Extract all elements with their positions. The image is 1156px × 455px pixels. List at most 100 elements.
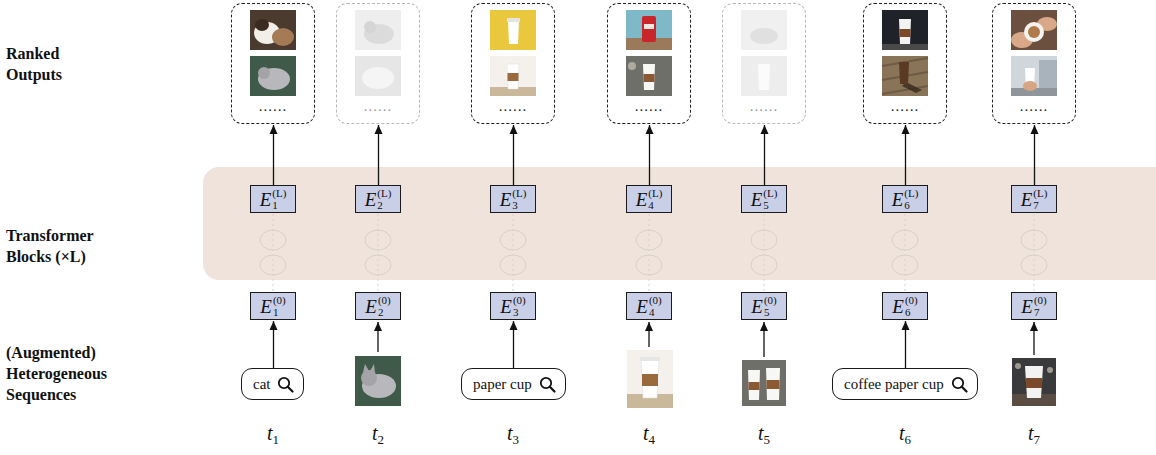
embedding-box: E(L)1 — [250, 185, 296, 213]
layer-superscript: (L) — [763, 188, 777, 199]
layer-superscript: (L) — [1033, 188, 1047, 199]
layer-superscript: (L) — [377, 188, 391, 199]
index-stack: (0)6 — [905, 295, 918, 318]
time-symbol: t — [267, 422, 273, 444]
embedding-box: E(L)4 — [626, 185, 672, 213]
embedding-symbol: E — [636, 297, 648, 316]
time-step-label: t5 — [758, 422, 770, 448]
time-symbol: t — [1028, 422, 1034, 444]
ellipsis-text: ...... — [232, 98, 314, 115]
index-stack: (L)1 — [272, 188, 286, 211]
ranked-output-box: ...... — [863, 3, 947, 124]
embedding-symbol: E — [365, 297, 377, 316]
arrow-connector — [1034, 125, 1035, 185]
embedding-symbol: E — [500, 190, 512, 209]
index-stack: (0)5 — [764, 295, 777, 318]
position-subscript: 4 — [648, 200, 654, 211]
row-label: Transformer Blocks (×L) — [6, 226, 114, 268]
row-label: Ranked Outputs — [6, 44, 90, 86]
arrow-connector — [513, 125, 514, 185]
embedding-box: E(L)3 — [490, 185, 536, 213]
ellipsis-text: ...... — [864, 98, 946, 115]
arrow-connector — [273, 321, 274, 368]
image-input-arrows — [378, 322, 1034, 357]
time-step-label: t2 — [372, 422, 384, 448]
search-icon — [277, 376, 294, 393]
embedding-box: E(L)7 — [1011, 185, 1057, 213]
position-subscript: 4 — [649, 307, 655, 318]
search-query-box: cat — [241, 368, 304, 400]
embedding-symbol: E — [365, 190, 377, 209]
embedding-symbol: E — [636, 190, 648, 209]
position-subscript: 5 — [763, 200, 769, 211]
index-stack: (0)2 — [378, 295, 391, 318]
index-stack: (L)4 — [648, 188, 662, 211]
search-query-box: paper cup — [461, 368, 566, 400]
time-index: 1 — [273, 432, 280, 447]
embedding-box: E(L)6 — [882, 185, 928, 213]
time-symbol: t — [899, 422, 905, 444]
embedding-box: E(0)4 — [626, 292, 672, 320]
time-symbol: t — [372, 422, 378, 444]
position-subscript: 6 — [904, 200, 910, 211]
embedding-symbol: E — [892, 190, 904, 209]
time-index: 4 — [649, 432, 656, 447]
search-icon — [951, 376, 968, 393]
time-step-label: t1 — [267, 422, 279, 448]
arrow-connector — [764, 125, 765, 185]
ellipsis-text: ...... — [723, 98, 805, 115]
query-text: cat — [253, 376, 270, 393]
embedding-box: E(0)6 — [882, 292, 928, 320]
index-stack: (0)3 — [513, 295, 526, 318]
ranked-output-box: ...... — [336, 3, 420, 124]
position-subscript: 2 — [377, 200, 383, 211]
layer-superscript: (0) — [513, 295, 526, 306]
ranked-output-box: ...... — [607, 3, 691, 124]
time-symbol: t — [643, 422, 649, 444]
ellipsis-text: ...... — [472, 98, 554, 115]
layer-superscript: (0) — [649, 295, 662, 306]
query-text: coffee paper cup — [844, 376, 944, 393]
input-images — [355, 350, 1056, 408]
position-subscript: 5 — [764, 307, 770, 318]
index-stack: (L)3 — [512, 188, 526, 211]
ellipsis-text: ...... — [993, 98, 1075, 115]
layer-superscript: (L) — [512, 188, 526, 199]
row-label: (Augmented) Heterogeneous Sequences — [6, 343, 128, 405]
time-index: 2 — [378, 432, 385, 447]
attention-circles — [260, 214, 1047, 292]
embedding-symbol: E — [751, 297, 763, 316]
embedding-box: E(L)5 — [741, 185, 787, 213]
position-subscript: 3 — [513, 307, 519, 318]
time-step-label: t3 — [507, 422, 519, 448]
embedding-box: E(0)5 — [741, 292, 787, 320]
embedding-box: E(0)7 — [1011, 292, 1057, 320]
query-text: paper cup — [473, 376, 532, 393]
index-stack: (0)7 — [1034, 295, 1047, 318]
ellipsis-text: ...... — [337, 98, 419, 115]
position-subscript: 7 — [1033, 200, 1039, 211]
layer-superscript: (L) — [904, 188, 918, 199]
layer-superscript: (0) — [764, 295, 777, 306]
position-subscript: 1 — [273, 307, 279, 318]
arrow-connector — [378, 125, 379, 185]
layer-superscript: (0) — [273, 295, 286, 306]
arrow-connector — [513, 321, 514, 368]
embedding-box: E(L)2 — [355, 185, 401, 213]
arrow-connector — [273, 125, 274, 185]
time-index: 7 — [1034, 432, 1041, 447]
time-step-label: t6 — [899, 422, 911, 448]
ranked-output-box: ...... — [722, 3, 806, 124]
transformer-band — [203, 167, 1156, 280]
embedding-box: E(0)2 — [355, 292, 401, 320]
index-stack: (0)1 — [273, 295, 286, 318]
time-step-label: t7 — [1028, 422, 1040, 448]
time-step-label: t4 — [643, 422, 655, 448]
index-stack: (L)6 — [904, 188, 918, 211]
embedding-symbol: E — [1021, 190, 1033, 209]
arrow-connector — [905, 125, 906, 185]
position-subscript: 6 — [905, 307, 911, 318]
search-query-box: coffee paper cup — [832, 368, 978, 400]
